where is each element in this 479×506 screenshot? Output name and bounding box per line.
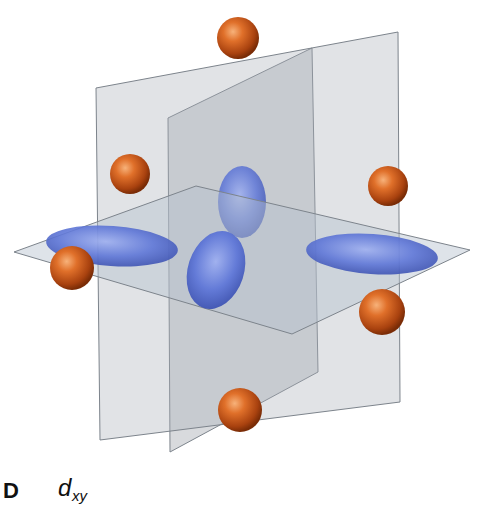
- ligand-sphere: [359, 289, 405, 335]
- ligand-sphere: [368, 166, 408, 206]
- horizontal-plane: [14, 186, 470, 334]
- ligand-sphere: [50, 246, 94, 290]
- orbital-subscript: xy: [72, 488, 87, 503]
- ligand-sphere: [110, 154, 150, 194]
- ligand-sphere: [218, 388, 262, 432]
- orbital-name: d: [58, 476, 71, 500]
- panel-letter: D: [3, 480, 19, 502]
- orbital-lobe: [177, 223, 255, 316]
- ligand-sphere: [217, 17, 259, 59]
- orbital-lobe: [305, 229, 439, 278]
